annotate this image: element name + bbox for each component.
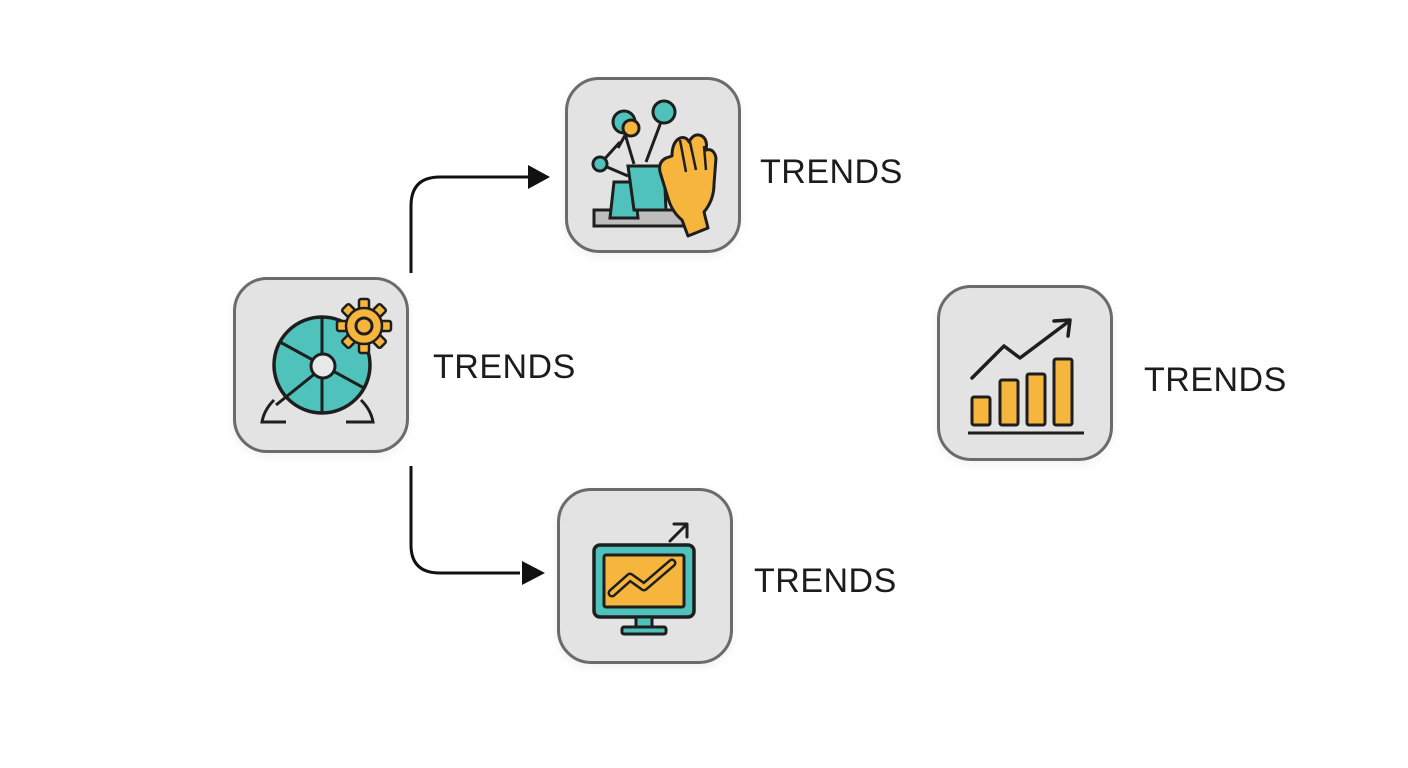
molecule-hand-icon bbox=[591, 99, 718, 238]
arrow-hub-to-top bbox=[409, 172, 540, 273]
node-bottom-label: TRENDS bbox=[754, 562, 897, 600]
arrowhead-bottom bbox=[522, 561, 545, 585]
monitor-trend-icon bbox=[592, 522, 696, 636]
bar-chart-growth-icon bbox=[968, 318, 1084, 435]
node-hub bbox=[233, 277, 409, 453]
node-right-label: TRENDS bbox=[1144, 361, 1287, 399]
node-hub-label: TRENDS bbox=[433, 348, 576, 386]
arrowhead-top bbox=[528, 165, 550, 189]
arrow-hub-to-bottom bbox=[409, 466, 520, 575]
globe-gear-icon bbox=[260, 297, 393, 424]
node-top-label: TRENDS bbox=[760, 153, 903, 191]
node-bottom bbox=[557, 488, 733, 664]
node-right bbox=[937, 285, 1113, 461]
node-top bbox=[565, 77, 741, 253]
